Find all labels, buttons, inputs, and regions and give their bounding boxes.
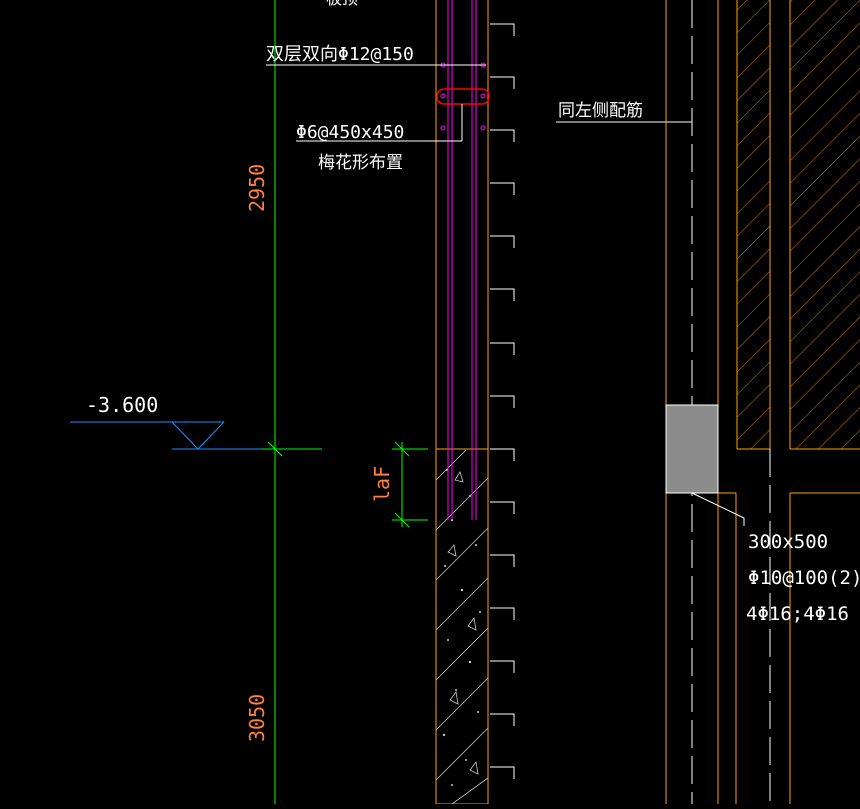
wall-right (665, 0, 737, 804)
tie-bar-spec-label: Φ6@450x450 (296, 122, 404, 143)
anchorage-dimension (392, 441, 428, 528)
anchorage-text: laF (370, 466, 394, 502)
tie-bar-highlight (436, 88, 490, 105)
hatched-block-upper-right (789, 0, 860, 450)
dim-lower-text: 3050 (245, 694, 269, 742)
beam-section[interactable] (665, 404, 719, 494)
beam-leader (691, 492, 745, 526)
dimension-line-vertical (262, 0, 322, 804)
elevation-text: -3.600 (86, 393, 158, 417)
hatched-block-upper-left (736, 0, 771, 450)
tie-bar-layout-label: 梅花形布置 (318, 153, 403, 173)
dim-upper-text: 2950 (245, 164, 269, 212)
wall-rebars (440, 0, 486, 520)
beam-stirrup-label: Φ10@100(2) (748, 567, 860, 589)
double-layer-rebar-label: 双层双向Φ12@150 (266, 44, 414, 65)
beam-main-bars-label: 4Φ16;4Φ16 (746, 603, 849, 625)
wall-ticks (490, 23, 515, 779)
same-as-left-label: 同左侧配筋 (558, 101, 643, 121)
beam-size-label: 300x500 (748, 531, 828, 553)
lower-right-walls (769, 449, 860, 804)
concrete-hatch (435, 448, 489, 805)
top-cut-label: 板顶 (326, 0, 358, 8)
leader-lines (266, 64, 692, 142)
elevation-marker (70, 421, 262, 450)
